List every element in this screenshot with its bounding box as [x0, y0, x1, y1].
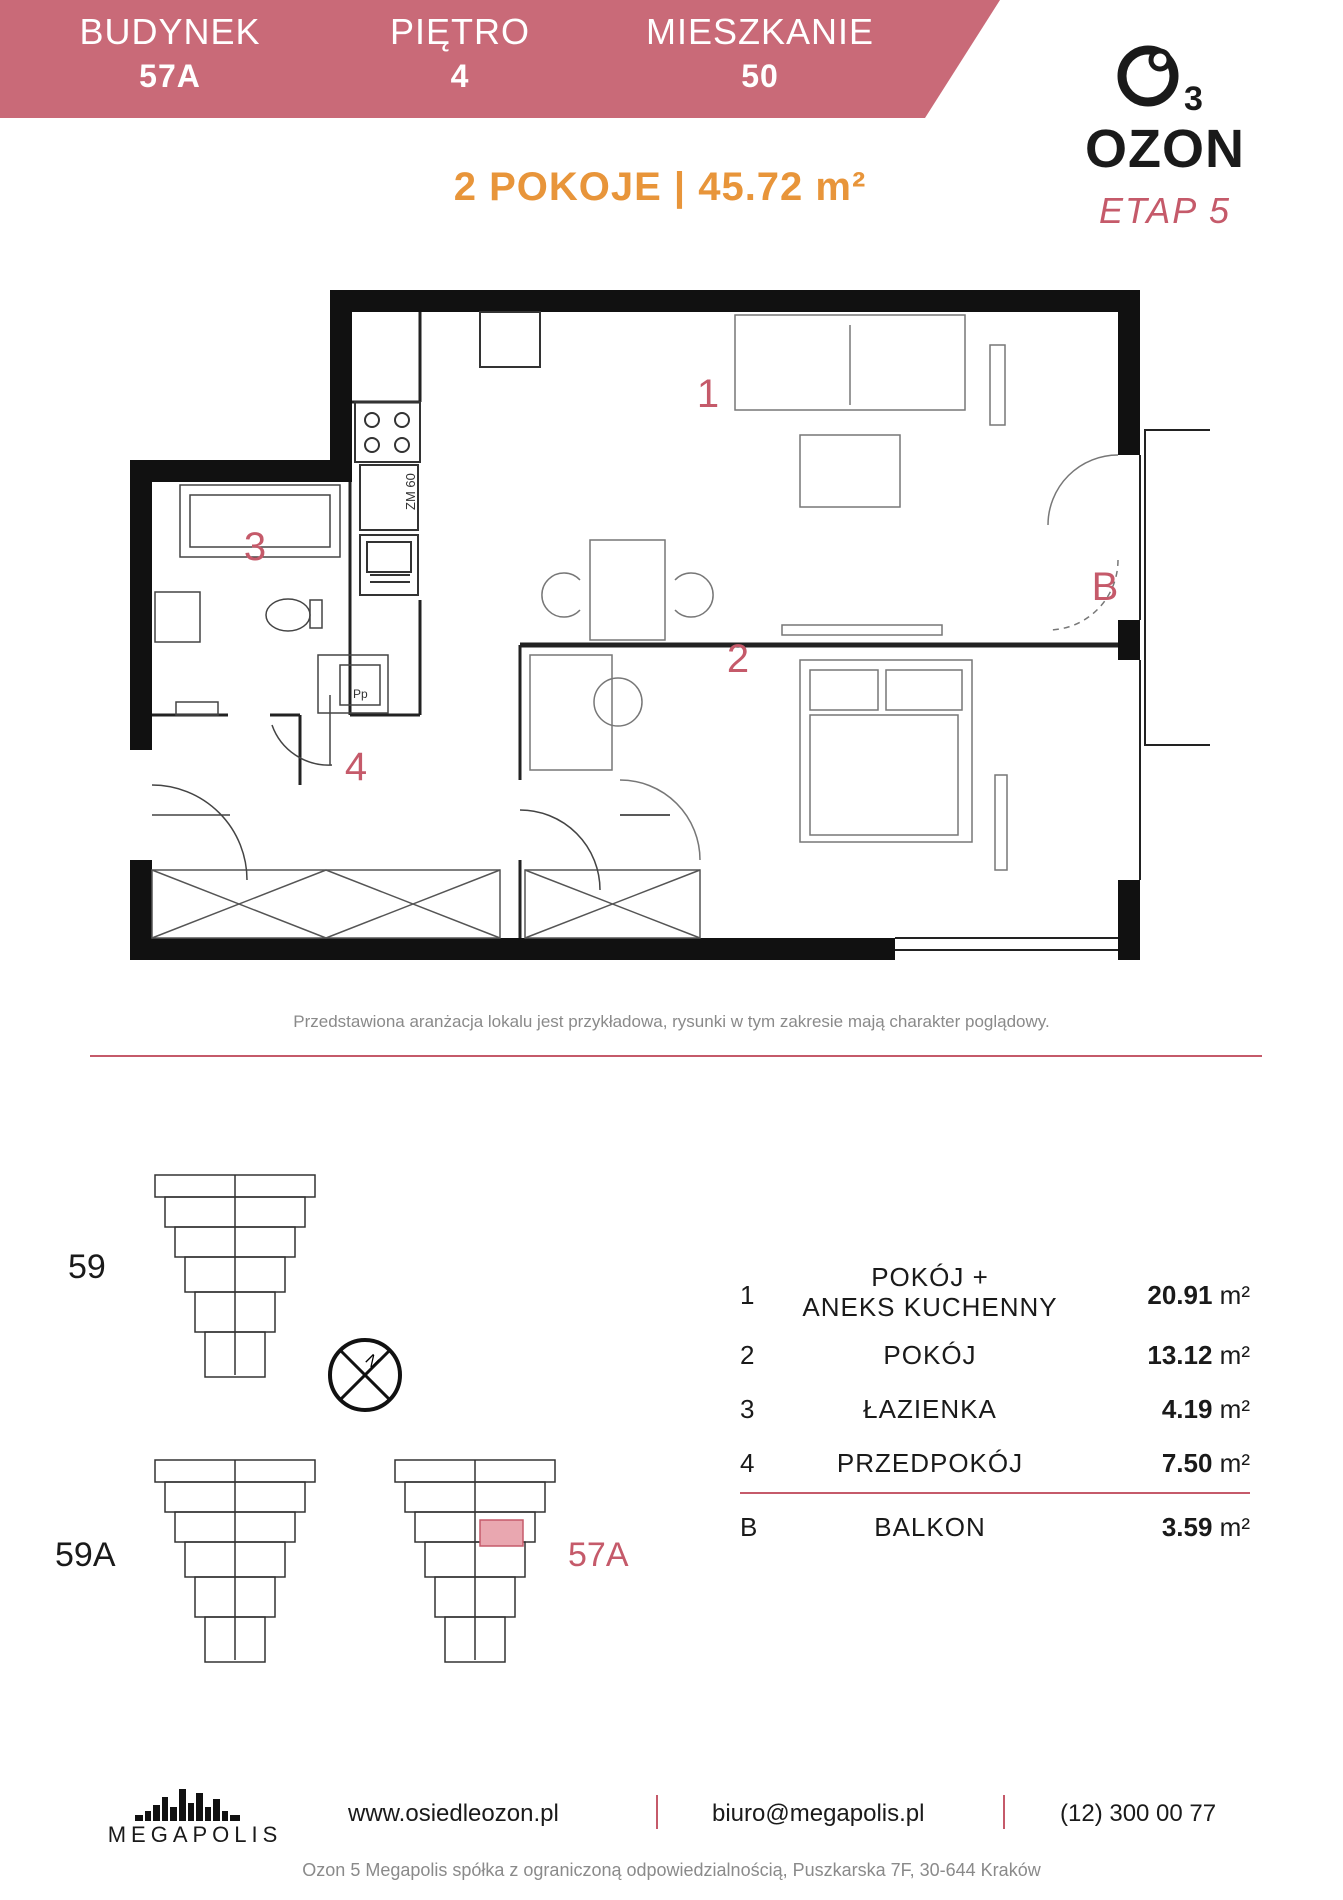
- row-area: 3.59 m²: [1161, 1512, 1250, 1542]
- exterior-walls: [130, 290, 1140, 960]
- building-57a-plan: [394, 1459, 556, 1663]
- room-number-2: 2: [727, 637, 749, 681]
- highlighted-apartment: [479, 1519, 524, 1547]
- building-59a-plan: [154, 1459, 316, 1663]
- floor-value: 4: [450, 58, 470, 94]
- rooms-area-summary: 2 POKOJE | 45.72 m²: [453, 165, 867, 209]
- svg-text:3: 3: [1184, 80, 1203, 118]
- row-name-line2: ANEKS KUCHENNY: [802, 1292, 1058, 1322]
- table-separator-line: [740, 1492, 1250, 1494]
- row-name: BALKON: [874, 1512, 986, 1542]
- table-row: 1 POKÓJ + ANEKS KUCHENNY 20.91 m²: [740, 1262, 1250, 1330]
- footer-separator: [656, 1795, 658, 1829]
- row-name: ŁAZIENKA: [863, 1394, 997, 1424]
- header-banner: [0, 0, 1000, 118]
- row-area: 7.50 m²: [1161, 1448, 1250, 1478]
- row-name-line1: POKÓJ +: [871, 1262, 989, 1292]
- table-row: 2 POKÓJ 13.12 m²: [740, 1330, 1250, 1384]
- building-label: BUDYNEK: [79, 11, 261, 52]
- phone-number[interactable]: (12) 300 00 77: [1060, 1800, 1217, 1827]
- legal-notice: Ozon 5 Megapolis spółka z ograniczoną od…: [302, 1860, 1041, 1880]
- building-59-plan: [154, 1174, 316, 1378]
- svg-text:N: N: [362, 1352, 382, 1372]
- email-link[interactable]: biuro@megapolis.pl: [712, 1800, 925, 1827]
- row-area: 13.12 m²: [1147, 1340, 1250, 1370]
- table-row: 4 PRZEDPOKÓJ 7.50 m²: [740, 1438, 1250, 1492]
- building-value: 57A: [139, 58, 201, 94]
- balcony-label: B: [1092, 565, 1119, 609]
- section-divider: [90, 1055, 1262, 1057]
- building-label-57a: 57A: [568, 1536, 629, 1574]
- apartment-floorplan: ZM 60 Pp: [130, 290, 1210, 960]
- row-name: POKÓJ: [883, 1340, 977, 1370]
- row-number: 3: [740, 1394, 755, 1424]
- company-name: MEGAPOLIS: [107, 1822, 283, 1847]
- apartment-info: MIESZKANIE 50: [620, 10, 900, 98]
- room-number-3: 3: [244, 525, 266, 569]
- row-number: B: [740, 1512, 758, 1542]
- footer-separator: [1003, 1795, 1005, 1829]
- washer-label: Pp: [353, 687, 368, 701]
- row-name: PRZEDPOKÓJ: [836, 1448, 1024, 1478]
- floor-label: PIĘTRO: [389, 11, 530, 52]
- website-link[interactable]: www.osiedleozon.pl: [348, 1800, 559, 1827]
- floor-info: PIĘTRO 4: [360, 10, 560, 98]
- table-row: 3 ŁAZIENKA 4.19 m²: [740, 1384, 1250, 1438]
- brand-stage: ETAP 5: [1098, 190, 1232, 231]
- fridge-label: ZM 60: [403, 473, 418, 510]
- building-label-59: 59: [68, 1248, 106, 1286]
- room-area-table: 1 POKÓJ + ANEKS KUCHENNY 20.91 m² 2 POKÓ…: [740, 1262, 1250, 1556]
- row-area: 4.19 m²: [1161, 1394, 1250, 1424]
- megapolis-logo-icon: [135, 1789, 240, 1821]
- building-label-59a: 59A: [55, 1536, 116, 1574]
- apartment-value: 50: [741, 58, 779, 94]
- disclaimer-text: Przedstawiona aranżacja lokalu jest przy…: [293, 1012, 1050, 1031]
- row-number: 4: [740, 1448, 755, 1478]
- row-area: 20.91 m²: [1147, 1280, 1250, 1310]
- row-name: POKÓJ + ANEKS KUCHENNY: [780, 1262, 1080, 1322]
- compass-icon: N: [328, 1338, 402, 1412]
- site-plan-map: N: [154, 1174, 556, 1663]
- building-info: BUDYNEK 57A: [50, 10, 290, 98]
- row-number: 2: [740, 1340, 755, 1370]
- room-number-4: 4: [345, 745, 367, 789]
- table-row: B BALKON 3.59 m²: [740, 1502, 1250, 1556]
- apartment-label: MIESZKANIE: [645, 11, 875, 52]
- ozon-o3-logo-icon: 3: [1117, 45, 1203, 118]
- row-number: 1: [740, 1280, 755, 1310]
- room-number-1: 1: [697, 372, 719, 416]
- brand-name: OZON: [1085, 119, 1245, 179]
